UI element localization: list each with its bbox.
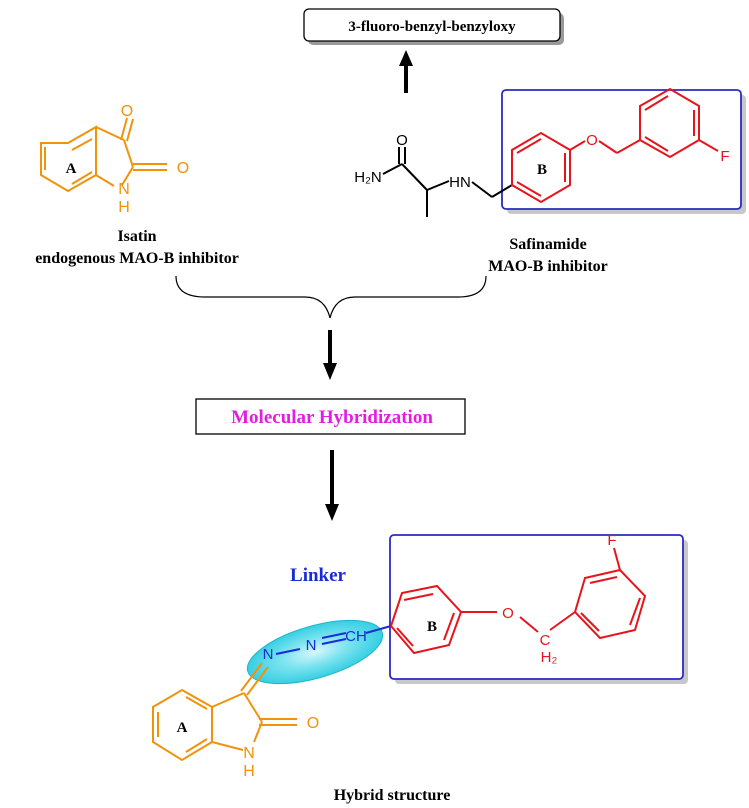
- safinamide-red-atoms: O F: [586, 132, 729, 165]
- hybrid-isatin-atoms: O N H: [243, 715, 319, 780]
- isatin-structure: [40, 117, 167, 193]
- hybrid-red-fragment: [389, 547, 647, 655]
- hybrid-isatin: [152, 662, 297, 762]
- hybrid-ring-a-label: A: [177, 720, 188, 736]
- hybrid-f-label: F: [607, 532, 616, 549]
- isatin-o1-label: O: [121, 103, 133, 120]
- safinamide-hn-label: HN: [449, 174, 471, 191]
- hybrid-o-ether-label: O: [502, 605, 514, 622]
- hybrid-red-atoms: O C H₂ F: [502, 532, 616, 666]
- linker-n1-label: N: [263, 646, 274, 663]
- down-arrow-2: [325, 450, 339, 521]
- hybrid-caption: Hybrid structure: [334, 787, 451, 804]
- linker-highlight: [246, 619, 384, 685]
- safinamide-red-fragment: [511, 87, 719, 204]
- combining-brace: [175, 275, 487, 319]
- safinamide-atoms: O H₂N HN: [354, 132, 471, 191]
- header-up-arrow: [399, 50, 413, 93]
- hybrid-ring-b-label: B: [427, 619, 437, 635]
- down-arrow-1: [323, 330, 337, 380]
- isatin-description: endogenous MAO-B inhibitor: [35, 250, 239, 267]
- hybrid-nh-h-label: H: [243, 763, 255, 780]
- linker-ch-label: CH: [345, 628, 367, 645]
- hybridization-box: Molecular Hybridization: [195, 398, 466, 435]
- isatin-n-label: N: [118, 181, 130, 198]
- header-box-label: 3-fluoro-benzyl-benzyloxy: [348, 19, 516, 35]
- safinamide-nh2-label: H₂N: [354, 169, 382, 186]
- safinamide-o-ether-label: O: [586, 132, 598, 149]
- safinamide-f-label: F: [720, 148, 729, 165]
- isatin-o2-label: O: [177, 160, 189, 177]
- safinamide-ring-label: B: [537, 162, 547, 178]
- hybrid-ch2-h2-label: H₂: [541, 649, 558, 666]
- isatin-name: Isatin: [117, 228, 156, 245]
- safinamide-backbone: [382, 147, 513, 217]
- isatin-atoms: O O N H: [118, 103, 189, 216]
- hybrid-box: [389, 534, 688, 684]
- linker-label: Linker: [290, 565, 347, 586]
- linker-n2-label: N: [306, 637, 317, 654]
- hybridization-label: Molecular Hybridization: [231, 407, 433, 428]
- hybrid-o-carbonyl-label: O: [307, 715, 319, 732]
- isatin-ring-label: A: [66, 161, 77, 177]
- safinamide-description: MAO-B inhibitor: [488, 258, 608, 275]
- header-box: 3-fluoro-benzyl-benzyloxy: [303, 8, 564, 45]
- linker-bonds: [275, 625, 392, 655]
- hybrid-ch2-c-label: C: [540, 632, 551, 649]
- isatin-nh-h-label: H: [118, 199, 130, 216]
- safinamide-name: Safinamide: [509, 236, 586, 253]
- hybrid-nh-n-label: N: [243, 745, 255, 762]
- safinamide-o-carbonyl-label: O: [396, 132, 408, 149]
- linker-atoms: N N CH: [263, 628, 367, 663]
